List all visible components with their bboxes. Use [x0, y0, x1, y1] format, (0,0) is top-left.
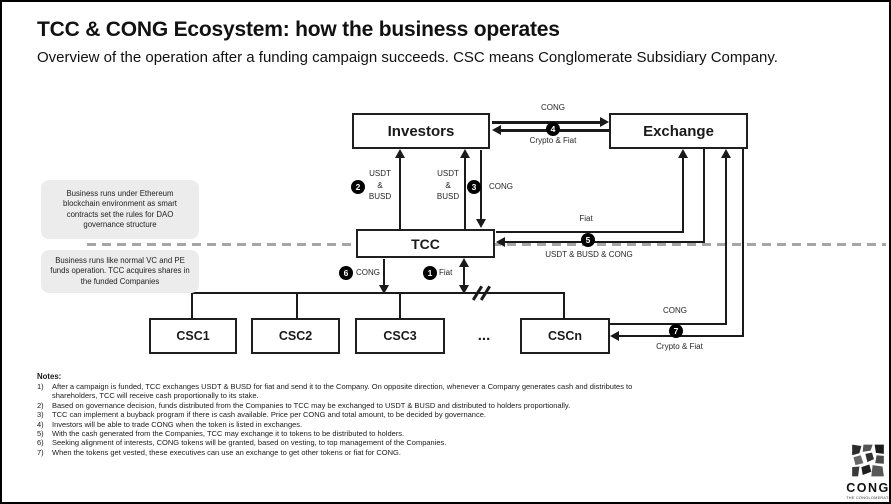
- flow6-badge: 6: [339, 266, 353, 280]
- note-text: With the cash generated from the Compani…: [52, 429, 405, 439]
- flow4-badge: 4: [546, 122, 560, 136]
- flow3-arrowhead-up-icon: [460, 149, 470, 158]
- flow5-badge: 5: [581, 233, 595, 247]
- flow5-line-fiat-h: [496, 231, 684, 233]
- flow6-arrowhead-down-icon: [379, 285, 389, 294]
- flow3-line-usdt: [464, 158, 466, 229]
- node-tcc: TCC: [356, 229, 495, 258]
- flow7-arrowhead-left-icon: [610, 331, 619, 341]
- note-number: 6): [37, 438, 44, 448]
- note-text: Based on governance decision, funds dist…: [52, 400, 571, 410]
- note-number: 1): [37, 382, 44, 391]
- note-text: After a campaign is funded, TCC exchange…: [52, 382, 633, 401]
- node-exchange: Exchange: [609, 113, 748, 149]
- flow6-line: [383, 259, 385, 286]
- flow7-label-cong: CONG: [663, 306, 687, 315]
- flow7-line-cong-v: [725, 158, 727, 325]
- note-number: 2): [37, 400, 44, 410]
- flow1-label-fiat: Fiat: [439, 268, 453, 277]
- flow6-label-cong: CONG: [356, 268, 380, 277]
- flow5-line-return-h: [505, 241, 705, 243]
- flow5-label-usdt-busd-cong: USDT & BUSD & CONG: [545, 250, 633, 259]
- node-csc2: CSC2: [251, 318, 340, 354]
- note-item: 3) TCC can implement a buyback program if…: [37, 410, 643, 419]
- flow7-label-cryptofiat: Crypto & Fiat: [656, 342, 703, 351]
- note-number: 4): [37, 419, 44, 429]
- side-note-ethereum: Business runs under Ethereum blockchain …: [41, 180, 199, 239]
- flow5-arrowhead-up-icon: [678, 149, 688, 158]
- company-bus-line: [191, 292, 565, 294]
- cong-logo: CONG THE CONGLOMERATE CAP: [845, 444, 891, 500]
- notes-heading: Notes:: [37, 372, 62, 381]
- bus-drop-csc2: [296, 294, 298, 318]
- flow7-line-cryptofiat-h: [619, 335, 744, 337]
- flow2-line: [399, 158, 401, 229]
- flow4-arrowhead-right-icon: [600, 117, 609, 127]
- bus-drop-csc1: [191, 294, 193, 318]
- flow5-label-fiat: Fiat: [579, 214, 593, 223]
- logo-tagline: THE CONGLOMERATE CAP: [846, 495, 891, 500]
- flow1-badge: 1: [423, 266, 437, 280]
- note-number: 5): [37, 429, 44, 439]
- flow5-line-fiat-v: [682, 158, 684, 233]
- flow4-label-cong: CONG: [541, 103, 565, 112]
- flow7-arrowhead-up-icon: [721, 149, 731, 158]
- node-csc1: CSC1: [149, 318, 237, 354]
- flow5-line-return-v: [703, 149, 705, 243]
- flow2-arrowhead-up-icon: [395, 149, 405, 158]
- flow3-label-cong: CONG: [489, 182, 513, 191]
- flow1-line: [463, 266, 465, 286]
- note-text: TCC can implement a buyback program if t…: [52, 410, 486, 420]
- flow4-label-cryptofiat: Crypto & Fiat: [529, 136, 577, 145]
- flow5-arrowhead-left-icon: [496, 237, 505, 247]
- node-cscn: CSCn: [520, 318, 610, 354]
- bus-drop-cscn: [563, 294, 565, 318]
- side-note-vc: Business runs like normal VC and PE fund…: [41, 250, 199, 293]
- logo-name: CONG: [846, 481, 890, 495]
- flow3-line-cong: [480, 150, 482, 220]
- note-text: Investors will be able to trade CONG whe…: [52, 419, 303, 429]
- note-text: Seeking alignment of interests, CONG tok…: [52, 438, 447, 448]
- bus-drop-csc3: [399, 294, 401, 318]
- note-number: 3): [37, 410, 44, 420]
- flow2-label-usdt-busd: USDT & BUSD: [368, 169, 392, 201]
- flow4-arrowhead-left-icon: [492, 125, 501, 135]
- node-investors: Investors: [352, 113, 490, 149]
- note-item: 5) With the cash generated from the Compa…: [37, 429, 643, 438]
- flow2-badge: 2: [351, 180, 365, 194]
- flow7-line-cryptofiat-v: [742, 149, 744, 337]
- flow3-arrowhead-down-icon: [476, 219, 486, 228]
- note-item: 6) Seeking alignment of interests, CONG t…: [37, 438, 643, 447]
- flow1-arrowhead-down-icon: [459, 285, 469, 294]
- node-csc3: CSC3: [355, 318, 445, 354]
- note-item: 2) Based on governance decision, funds di…: [37, 401, 643, 410]
- flow4-line-cong: [492, 121, 602, 124]
- flow7-badge: 7: [669, 324, 683, 338]
- page-subtitle: Overview of the operation after a fundin…: [37, 49, 778, 66]
- note-text: When the tokens get vested, these execut…: [52, 447, 401, 457]
- flow3-badge: 3: [467, 180, 481, 194]
- note-item: 4) Investors will be able to trade CONG w…: [37, 420, 643, 429]
- flow1-arrowhead-up-icon: [459, 258, 469, 267]
- csc-ellipsis: ...: [477, 327, 491, 344]
- note-number: 7): [37, 447, 44, 457]
- mosaic-logo-icon: [851, 444, 885, 477]
- note-item: 7) When the tokens get vested, these exec…: [37, 448, 643, 457]
- flow7-line-cong-h: [610, 323, 727, 325]
- flow3-label-usdt-busd: USDT & BUSD: [436, 169, 460, 201]
- notes-section: Notes: 1) After a campaign is funded, TCC…: [37, 372, 643, 457]
- page-title: TCC & CONG Ecosystem: how the business o…: [37, 18, 560, 41]
- note-item: 1) After a campaign is funded, TCC exchan…: [37, 382, 643, 401]
